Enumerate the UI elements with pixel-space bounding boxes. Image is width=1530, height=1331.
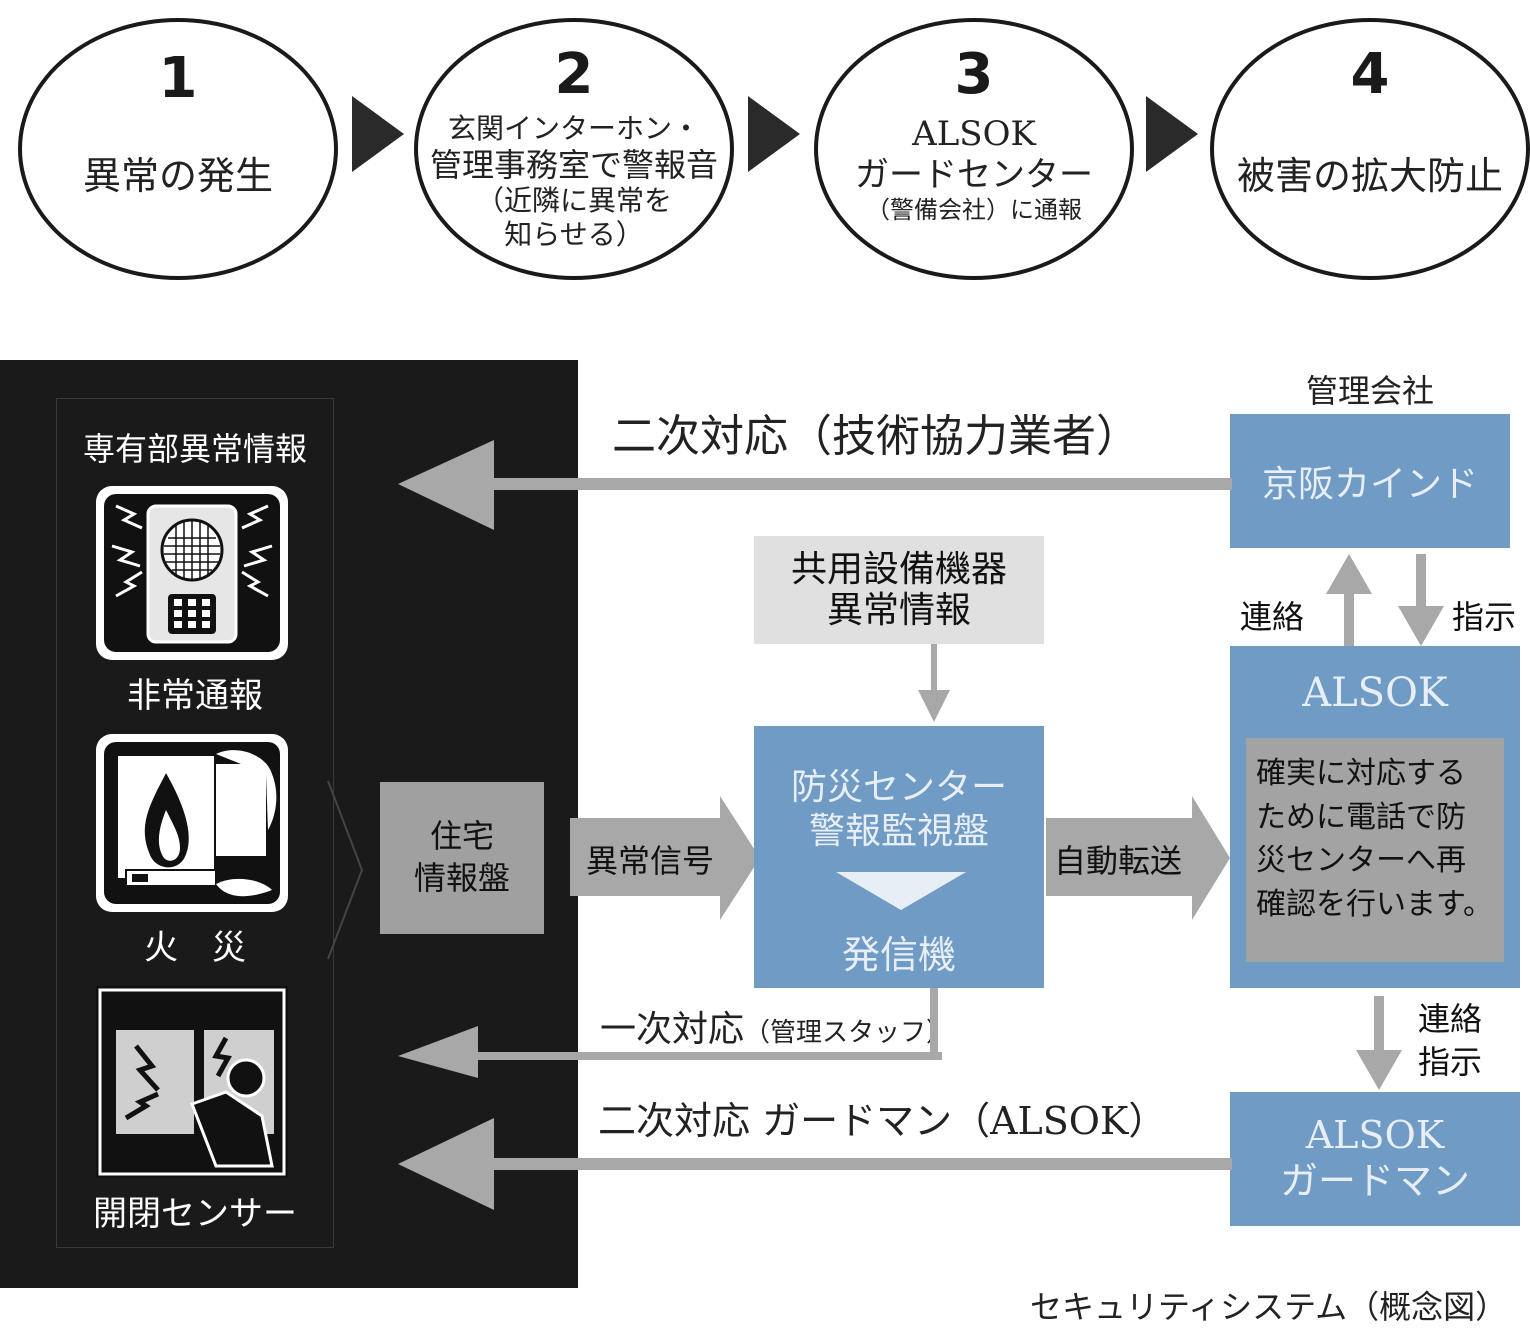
- shared-equipment-line-1: 共用設備機器: [790, 548, 1007, 590]
- alsok-guard-line-1: ALSOK: [1305, 1113, 1445, 1158]
- step-2-line-2: 管理事務室で警報音: [429, 145, 718, 184]
- icon-2-label: 火 災: [144, 928, 246, 968]
- step-1-text: 異常の発生: [82, 154, 273, 198]
- step-3-number: 3: [954, 42, 994, 107]
- shared-equipment-box: 共用設備機器 異常情報: [754, 536, 1044, 644]
- secondary-tech-arrow: [398, 440, 1232, 530]
- intercom-alarm-icon: [96, 486, 288, 660]
- step-2-text: 玄関インターホン・ 管理事務室で警報音 （近隣に異常を 知らせる）: [418, 112, 730, 251]
- intruder-window-icon: [96, 986, 288, 1178]
- contact-instruct-down-arrow: [1356, 996, 1402, 1090]
- abnormal-signal-arrow: [570, 796, 760, 920]
- secondary-guard-label: 二次対応 ガードマン（ALSOK）: [598, 1099, 1167, 1143]
- step-3-line-2: ガードセンター: [855, 154, 1093, 195]
- primary-staff-label: 一次対応（管理スタッフ）: [600, 1000, 952, 1052]
- alsok-guard-box: ALSOK ガードマン: [1230, 1092, 1520, 1226]
- step-arrow-2: [748, 96, 800, 172]
- gas-fire-icon: [96, 734, 288, 912]
- auto-transfer-label: 自動転送: [1054, 842, 1183, 880]
- panel-inner-frame: [56, 398, 334, 1248]
- alsok-note-line-3: 災センターへ再: [1256, 843, 1466, 878]
- alsok-box: ALSOK 確実に対応する ために電話で防 災センターへ再 確認を行います。: [1230, 646, 1520, 988]
- step-4-text: 被害の拡大防止: [1236, 154, 1503, 198]
- abnormal-signal-label: 異常信号: [586, 842, 715, 880]
- alsok-note-box: 確実に対応する ために電話で防 災センターへ再 確認を行います。: [1246, 738, 1504, 962]
- housing-line-1: 住宅: [429, 817, 494, 856]
- contact-up-arrow: [1326, 554, 1372, 646]
- step-1-circle: 1 異常の発生: [18, 18, 338, 280]
- keihan-kind-label: 京阪カインド: [1261, 464, 1478, 505]
- step-2-number: 2: [554, 42, 594, 107]
- contact-up-label: 連絡: [1240, 598, 1305, 636]
- primary-staff-main: 一次対応: [600, 1009, 745, 1050]
- step-2-line-4: 知らせる）: [504, 217, 644, 251]
- housing-info-panel: 住宅 情報盤: [380, 782, 544, 934]
- transmitter-label: 発信機: [841, 933, 956, 977]
- icon-1-label: 非常通報: [127, 676, 263, 716]
- step-1-number: 1: [158, 46, 198, 111]
- alsok-note-line-1: 確実に対応する: [1256, 756, 1466, 791]
- step-3-circle: 3 ALSOK ガードセンター （警備会社）に通報: [814, 18, 1134, 280]
- alsok-note-line-2: ために電話で防: [1256, 799, 1466, 835]
- auto-transfer-arrow: [1046, 796, 1230, 920]
- instruct-down-arrow: [1398, 554, 1444, 646]
- housing-line-2: 情報盤: [413, 859, 510, 897]
- disaster-center-line-1: 防災センター: [790, 767, 1007, 808]
- contact-instruct-line-1: 連絡: [1418, 1000, 1483, 1038]
- diagram-caption: セキュリティシステム（概念図）: [1030, 1288, 1508, 1326]
- contact-instruct-line-2: 指示: [1418, 1043, 1483, 1082]
- step-2-circle: 2 玄関インターホン・ 管理事務室で警報音 （近隣に異常を 知らせる）: [414, 18, 734, 280]
- panel-chevron: [327, 780, 364, 960]
- primary-staff-sub: （管理スタッフ）: [744, 1018, 953, 1048]
- icon-3-label: 開閉センサー: [93, 1194, 297, 1234]
- step-3-line-1: ALSOK: [912, 114, 1036, 154]
- step-4-number: 4: [1350, 42, 1390, 107]
- step-2-line-1: 玄関インターホン・: [447, 112, 700, 145]
- alsok-guard-line-2: ガードマン: [1279, 1159, 1470, 1203]
- panel-title: 専有部異常情報: [82, 430, 307, 468]
- step-3-text: ALSOK ガードセンター （警備会社）に通報: [818, 114, 1130, 224]
- primary-staff-arrow: [398, 988, 942, 1078]
- disaster-center-line-2: 警報監視盤: [808, 811, 989, 852]
- alsok-title: ALSOK: [1302, 670, 1448, 716]
- step-arrow-3: [1146, 96, 1198, 172]
- contact-instruct-label: 連絡 指示: [1418, 998, 1482, 1084]
- step-arrow-1: [352, 96, 404, 172]
- secondary-tech-label: 二次対応（技術協力業者）: [612, 411, 1140, 462]
- instruct-down-label: 指示: [1452, 598, 1517, 636]
- disaster-center-box: 防災センター 警報監視盤 発信機: [754, 726, 1044, 988]
- center-down-chevron: [836, 872, 966, 910]
- step-3-line-3: （警備会社）に通報: [866, 195, 1082, 224]
- keihan-kind-box: 京阪カインド: [1230, 414, 1510, 548]
- alsok-note-line-4: 確認を行います。: [1256, 886, 1493, 922]
- shared-to-center-arrow: [918, 644, 950, 722]
- secondary-guard-arrow: [398, 1118, 1232, 1210]
- shared-equipment-line-2: 異常情報: [826, 590, 971, 631]
- management-company-label: 管理会社: [1305, 372, 1434, 410]
- step-2-line-3: （近隣に異常を: [475, 183, 672, 217]
- step-4-circle: 4 被害の拡大防止: [1210, 18, 1530, 280]
